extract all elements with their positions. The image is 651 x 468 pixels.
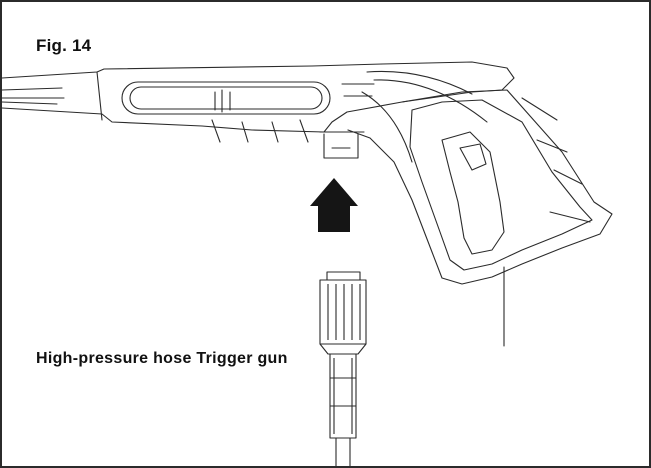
hose-coupling-icon [320,272,366,466]
hose-ferrule [330,354,356,438]
hose-nut [320,280,366,344]
gun-barrel [2,62,514,132]
gun-handle [348,90,612,284]
gun-window [122,82,330,114]
barrel-ring [2,102,57,104]
grip-rib [522,98,557,120]
figure-caption: High-pressure hose Trigger gun [36,350,288,367]
trigger [442,132,504,254]
trigger-gun-icon [2,62,612,346]
barrel-ring [97,72,102,120]
trigger-guard [410,100,592,270]
barrel-ring [2,88,62,90]
grip-rib [537,140,567,152]
grip-rib [554,170,582,184]
up-arrow-icon [310,178,358,232]
hose-tube [336,438,350,466]
gun-inlet-port [324,134,358,158]
hose-nut-cap [327,272,360,280]
figure-label: Fig. 14 [36,36,92,55]
